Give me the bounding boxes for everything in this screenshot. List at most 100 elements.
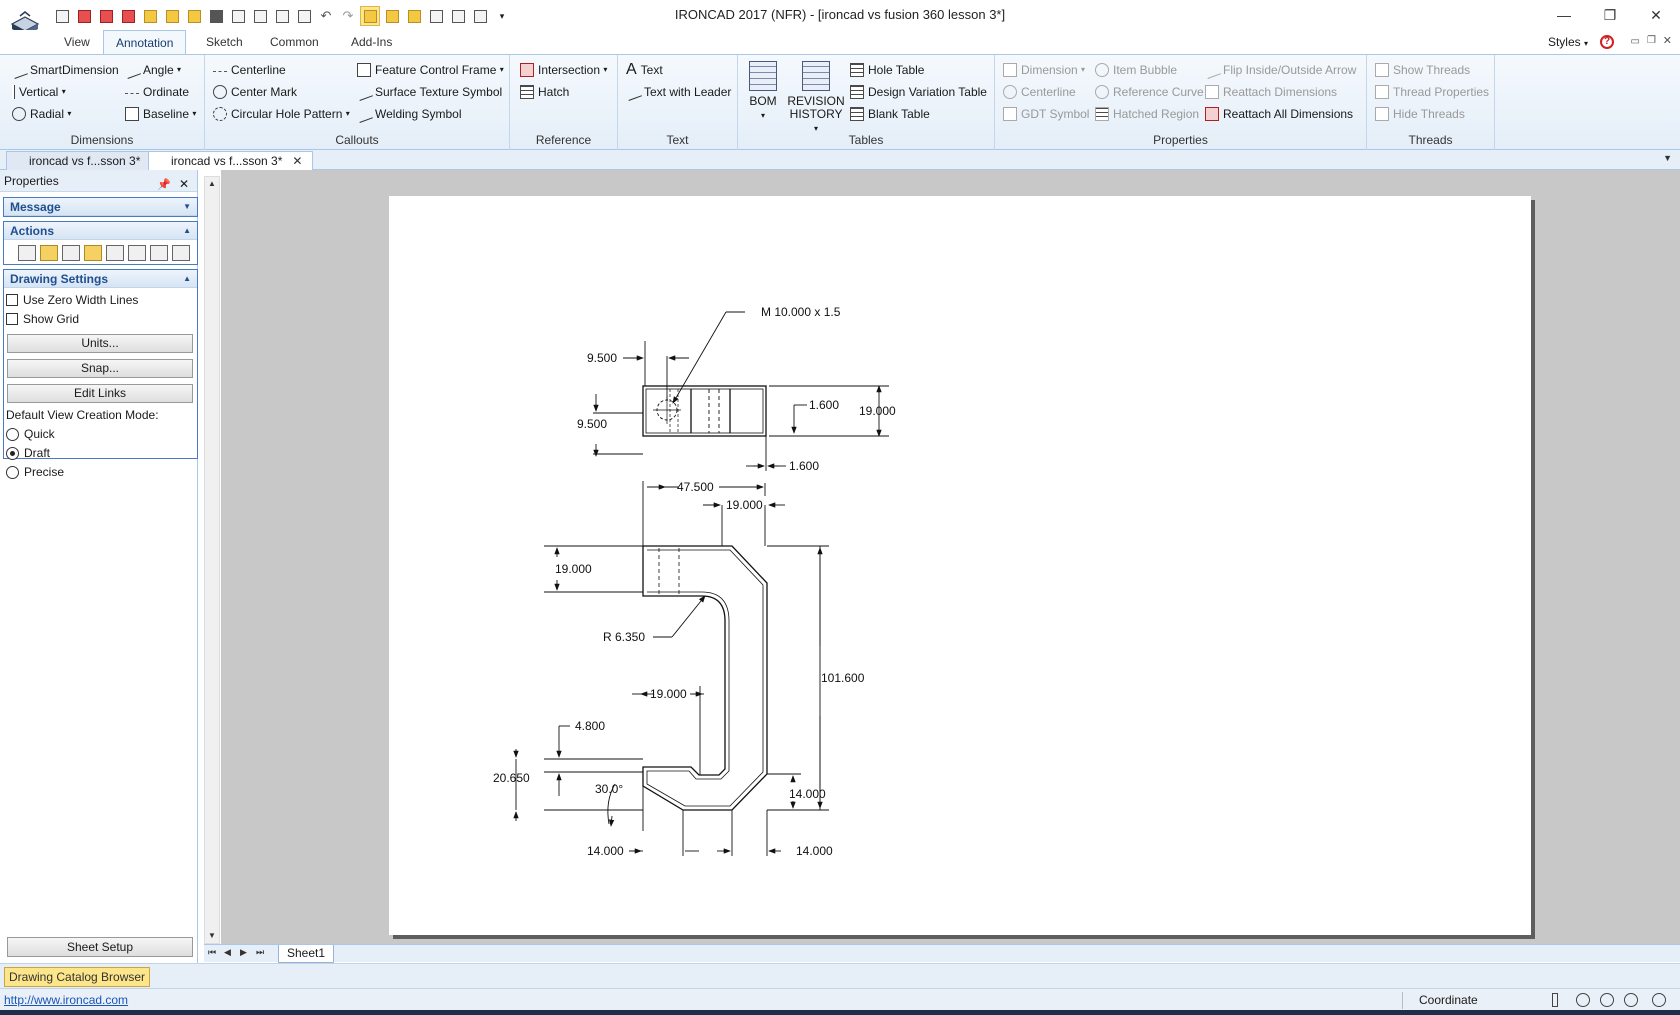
technical-drawing[interactable]: M 10.000 x 1.5 9.500 9.500 1.600 19.000 …: [389, 196, 1531, 935]
dim-lip[interactable]: 4.800: [575, 719, 605, 733]
pin-icon[interactable]: 📌: [157, 179, 171, 191]
flip-arrow-button[interactable]: Flip Inside/Outside Arrow: [1203, 60, 1356, 79]
print-preview-icon[interactable]: [294, 6, 314, 26]
dim-bottom-right-14[interactable]: 14.000: [796, 844, 833, 858]
text-with-leader-button[interactable]: Text with Leader: [624, 82, 731, 101]
folder-action-icon[interactable]: [84, 245, 102, 261]
folder-open-icon[interactable]: [184, 6, 204, 26]
design-variation-table-button[interactable]: Design Variation Table: [850, 82, 987, 101]
top-view[interactable]: [642, 385, 767, 437]
centerline-button[interactable]: Centerline: [213, 60, 286, 79]
dim-radius[interactable]: R 6.350: [603, 630, 645, 644]
detail-action-icon[interactable]: [172, 245, 190, 261]
save-icon[interactable]: [206, 6, 226, 26]
reference-curve-button[interactable]: Reference Curve: [1095, 82, 1204, 101]
centerline-prop-button[interactable]: Centerline: [1003, 82, 1076, 101]
thread-properties-button[interactable]: Thread Properties: [1375, 82, 1489, 101]
new-icon[interactable]: [52, 6, 72, 26]
baseline-button[interactable]: Baseline ▾: [125, 104, 196, 123]
snap-button[interactable]: Snap...: [7, 359, 193, 378]
last-sheet-icon[interactable]: ⏭: [256, 947, 265, 957]
edit-links-button[interactable]: Edit Links: [7, 384, 193, 403]
mode-precise-radio[interactable]: Precise: [6, 465, 64, 479]
front-view[interactable]: [642, 545, 768, 811]
window-layout-icon[interactable]: [470, 6, 490, 26]
export-icon[interactable]: [118, 6, 138, 26]
drawing-sheet[interactable]: M 10.000 x 1.5 9.500 9.500 1.600 19.000 …: [389, 196, 1531, 935]
hatch-button[interactable]: Hatch: [520, 82, 569, 101]
item-bubble-button[interactable]: Item Bubble: [1095, 60, 1177, 79]
hide-threads-button[interactable]: Hide Threads: [1375, 104, 1465, 123]
hatched-region-button[interactable]: Hatched Region: [1095, 104, 1199, 123]
redo-icon[interactable]: ↷: [342, 8, 354, 23]
close-button[interactable]: ✕: [1650, 6, 1662, 23]
customize-toolbar-icon[interactable]: ▾: [499, 10, 505, 21]
bom-button[interactable]: BOM▾: [744, 61, 782, 122]
zoom-fit-icon[interactable]: [1652, 993, 1666, 1007]
scroll-down-icon[interactable]: ▼: [208, 931, 216, 940]
sheet-setup-button[interactable]: Sheet Setup: [7, 937, 193, 957]
checkbox-box[interactable]: [6, 313, 18, 325]
reattach-dimensions-button[interactable]: Reattach Dimensions: [1205, 82, 1337, 101]
next-sheet-icon[interactable]: ▶: [240, 947, 247, 957]
catalog-icon[interactable]: [382, 6, 402, 26]
center-mark-button[interactable]: Center Mark: [213, 82, 297, 101]
feature-control-frame-button[interactable]: Feature Control Frame ▾: [357, 60, 504, 79]
checkbox-box[interactable]: [6, 294, 18, 306]
revision-history-button[interactable]: REVISION HISTORY ▾: [786, 61, 846, 135]
units-button[interactable]: Units...: [7, 334, 193, 353]
dim-top-right[interactable]: 19.000: [726, 498, 763, 512]
tab-list-dropdown-icon[interactable]: ▼: [1663, 153, 1672, 163]
ordinate-button[interactable]: Ordinate: [125, 82, 189, 101]
open-folder-2-icon[interactable]: [162, 6, 182, 26]
close-panel-icon[interactable]: ✕: [178, 177, 189, 191]
section-action-icon[interactable]: [150, 245, 168, 261]
dim-overall-height[interactable]: 101.600: [821, 671, 865, 685]
scene-browser-icon[interactable]: [404, 6, 424, 26]
website-link[interactable]: http://www.ironcad.com: [4, 993, 129, 1007]
intersection-button[interactable]: Intersection ▾: [520, 60, 607, 79]
reattach-all-dimensions-button[interactable]: Reattach All Dimensions: [1205, 104, 1353, 123]
vertical-scrollbar[interactable]: ▲ ▼: [204, 176, 220, 944]
dim-bottom-left[interactable]: 9.500: [577, 417, 607, 431]
open-folder-icon[interactable]: [140, 6, 160, 26]
show-grid-checkbox[interactable]: Show Grid: [6, 312, 79, 326]
zoom-icon[interactable]: [1600, 993, 1614, 1007]
thread-callout-label[interactable]: M 10.000 x 1.5: [761, 305, 841, 319]
new-view-action-icon[interactable]: [40, 245, 58, 261]
drawing-catalog-browser-button[interactable]: Drawing Catalog Browser: [4, 967, 151, 987]
dim-bottom-thickness[interactable]: 1.600: [789, 459, 819, 473]
smart-dimension-button[interactable]: SmartDimension: [10, 60, 119, 79]
tab-view[interactable]: View: [64, 35, 90, 49]
hole-table-button[interactable]: Hole Table: [850, 60, 924, 79]
actions-section-header[interactable]: Actions▲: [4, 222, 197, 240]
pan-hand-icon[interactable]: [1576, 993, 1590, 1007]
ruler-status-icon[interactable]: [1552, 993, 1558, 1007]
list-icon[interactable]: [448, 6, 468, 26]
zoom-window-icon[interactable]: [1624, 993, 1638, 1007]
first-sheet-icon[interactable]: ⏮: [208, 947, 217, 957]
message-section[interactable]: Message▼: [3, 197, 198, 217]
view-action-icon[interactable]: [106, 245, 124, 261]
dim-height[interactable]: 19.000: [859, 404, 896, 418]
angle-button[interactable]: Angle ▾: [123, 60, 181, 79]
dim-chamfer-height[interactable]: 14.000: [789, 787, 826, 801]
vertical-button[interactable]: Vertical ▾: [12, 82, 66, 101]
select-mode-icon[interactable]: [360, 6, 380, 26]
use-zero-width-lines-checkbox[interactable]: Use Zero Width Lines: [6, 293, 138, 307]
restore-button[interactable]: ❐: [1603, 6, 1617, 23]
sheet-tab[interactable]: Sheet1: [278, 945, 335, 963]
dim-top-left-height[interactable]: 19.000: [555, 562, 592, 576]
3d-view-action-icon[interactable]: [128, 245, 146, 261]
ribbon-restore-icon[interactable]: ❐: [1647, 35, 1656, 46]
close-tab-icon[interactable]: ✕: [292, 154, 303, 168]
radio-button[interactable]: [6, 427, 19, 441]
save-copy-icon[interactable]: [250, 6, 270, 26]
show-threads-button[interactable]: Show Threads: [1375, 60, 1470, 79]
radio-button[interactable]: [6, 465, 19, 479]
dimension-button[interactable]: Dimension ▾: [1003, 60, 1085, 79]
welding-symbol-button[interactable]: Welding Symbol: [355, 104, 461, 123]
scroll-up-icon[interactable]: ▲: [208, 179, 216, 188]
styles-menu[interactable]: Styles ▾: [1547, 35, 1588, 49]
ribbon-minimize-icon[interactable]: ▭: [1630, 36, 1640, 47]
